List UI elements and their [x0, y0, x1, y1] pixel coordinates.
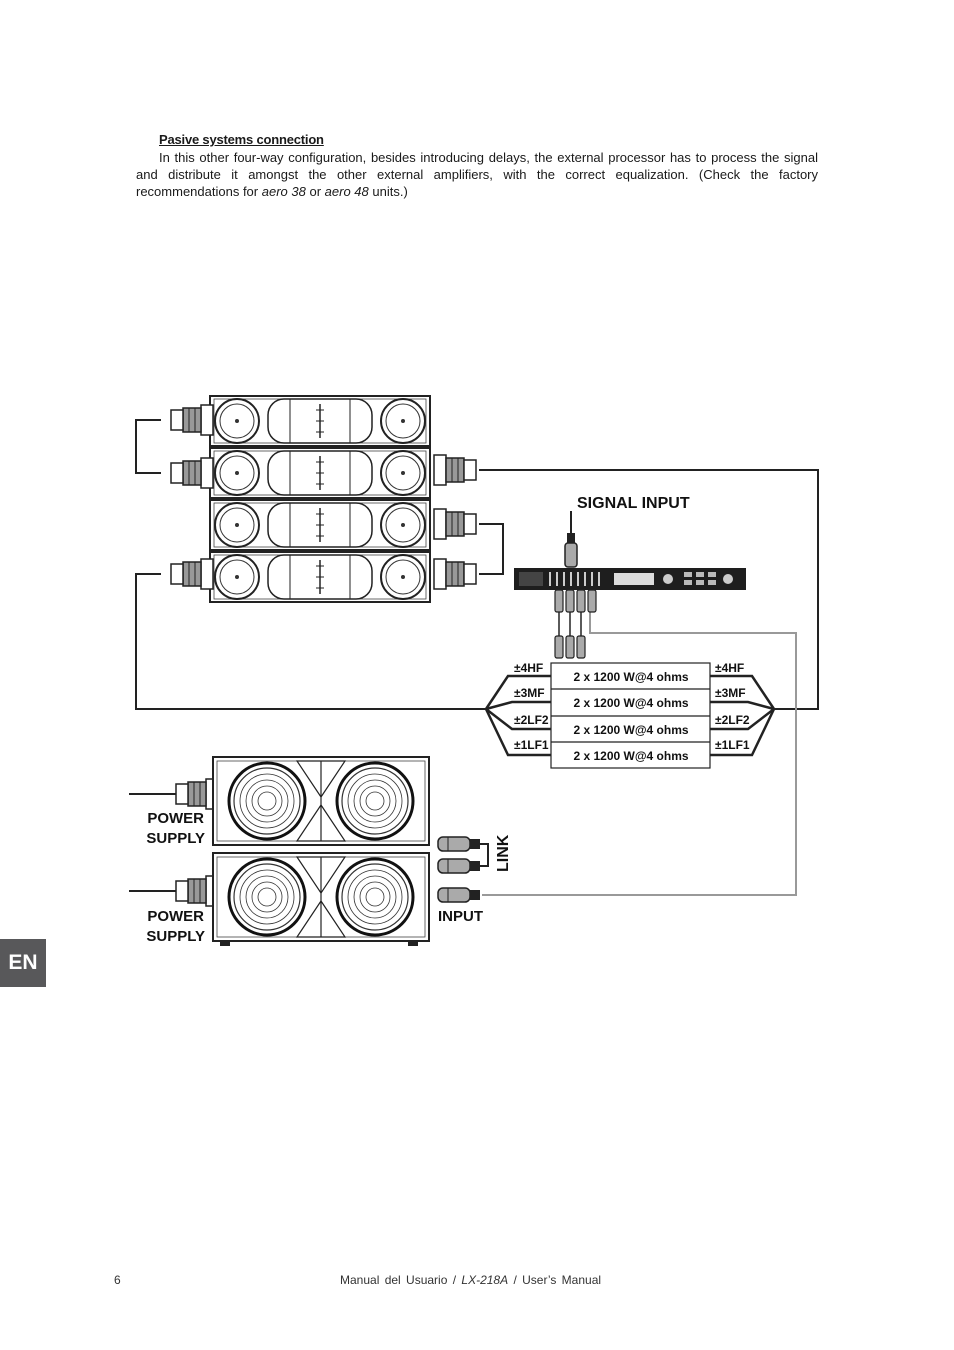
- amp-label-right-4hf: ±4HF: [715, 661, 744, 675]
- link-xlr-1: [437, 836, 481, 852]
- input-label: INPUT: [438, 908, 483, 925]
- amp-row-4: 2 x 1200 W@4 ohms: [573, 749, 688, 763]
- speakon-connector: [433, 454, 477, 486]
- footer-manual-left: Manual del Usuario /: [340, 1273, 457, 1287]
- amp-row-3: 2 x 1200 W@4 ohms: [573, 723, 688, 737]
- paragraph-end: units.): [372, 184, 408, 199]
- power-supply-2-line1: POWER: [147, 908, 204, 925]
- amp-label-left-3mf: ±3MF: [514, 686, 545, 700]
- footer-manual-right: / User’s Manual: [513, 1273, 602, 1287]
- amp-row-2: 2 x 1200 W@4 ohms: [573, 696, 688, 710]
- line-array-cabinet-2: [209, 447, 431, 499]
- line-array-stack: [209, 395, 431, 603]
- subwoofer-cabinet-2: [211, 851, 431, 943]
- speakon-connector: [170, 404, 214, 436]
- footer-manual-title: Manual del Usuario / LX-218A / User’s Ma…: [340, 1273, 601, 1287]
- amp-label-left-4hf: ±4HF: [514, 661, 543, 675]
- model-aero-48: aero 48: [324, 184, 369, 199]
- line-array-cabinet-3: [209, 499, 431, 551]
- speakon-connector: [433, 558, 477, 590]
- paragraph-text: In this other four-way configuration, be…: [136, 150, 818, 199]
- amp-row-1: 2 x 1200 W@4 ohms: [573, 670, 688, 684]
- power-supply-1-line1: POWER: [147, 810, 204, 827]
- amp-label-right-2lf2: ±2LF2: [715, 713, 750, 727]
- amp-label-left-2lf2: ±2LF2: [514, 713, 549, 727]
- speakon-connector: [433, 508, 477, 540]
- amp-label-left-1lf1: ±1LF1: [514, 738, 549, 752]
- subwoofer-stack: [211, 755, 431, 946]
- subwoofer-cabinet-1: [211, 755, 431, 847]
- processor-unit: [514, 568, 746, 590]
- input-xlr: [437, 887, 481, 903]
- processor-output-plugs: [554, 589, 597, 659]
- line-array-cabinet-1: [209, 395, 431, 447]
- amp-label-right-3mf: ±3MF: [715, 686, 746, 700]
- model-aero-38: aero 38: [261, 184, 306, 199]
- power-supply-1-line2: SUPPLY: [146, 830, 205, 847]
- power-supply-2-line2: SUPPLY: [146, 928, 205, 945]
- speakon-connector: [170, 558, 214, 590]
- amp-label-right-1lf1: ±1LF1: [715, 738, 750, 752]
- language-tab: EN: [0, 939, 46, 987]
- section-paragraph: In this other four-way configuration, be…: [136, 149, 818, 200]
- signal-input-connector: [564, 511, 578, 568]
- page-number: 6: [114, 1273, 121, 1287]
- xlr-connectors: [437, 836, 481, 903]
- signal-input-label: SIGNAL INPUT: [577, 495, 690, 512]
- paragraph-or: or: [309, 184, 322, 199]
- power-connector: [175, 875, 219, 907]
- power-connector: [175, 778, 219, 810]
- speakon-connector: [170, 457, 214, 489]
- line-array-cabinet-4: [209, 551, 431, 603]
- amplifier-rack: 2 x 1200 W@4 ohms 2 x 1200 W@4 ohms 2 x …: [550, 662, 711, 769]
- section-heading: Pasive systems connection: [159, 132, 324, 147]
- link-label: LINK: [495, 834, 512, 872]
- processor-to-sub-cable: [482, 610, 797, 896]
- link-xlr-2: [437, 858, 481, 874]
- amp-cable-bundles: [484, 674, 776, 757]
- footer-model: LX-218A: [461, 1273, 509, 1287]
